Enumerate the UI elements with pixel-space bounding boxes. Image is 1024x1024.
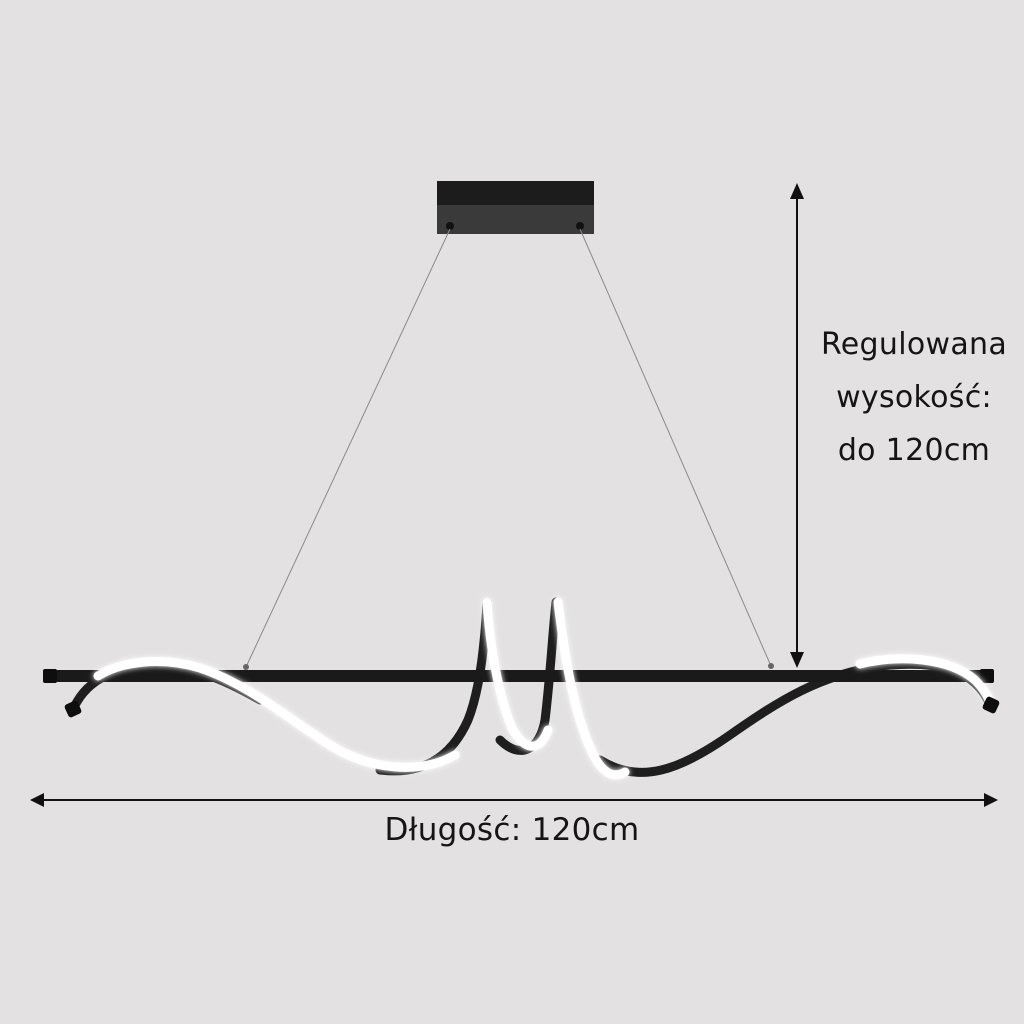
ceiling-canopy: [437, 181, 594, 234]
length-arrow-icon: [30, 793, 998, 807]
height-annotation: Regulowana wysokość: do 120cm: [800, 318, 1024, 477]
height-arrow-icon: [790, 183, 804, 668]
height-label-line3: do 120cm: [837, 433, 991, 468]
height-label-line1: Regulowana: [820, 327, 1008, 362]
lamp-bar: [43, 669, 994, 683]
length-annotation: Długość: 120cm: [384, 812, 640, 848]
suspension-wires: [243, 228, 774, 670]
ribbon-end-caps: [64, 696, 1000, 718]
height-label-line2: wysokość:: [836, 380, 992, 415]
